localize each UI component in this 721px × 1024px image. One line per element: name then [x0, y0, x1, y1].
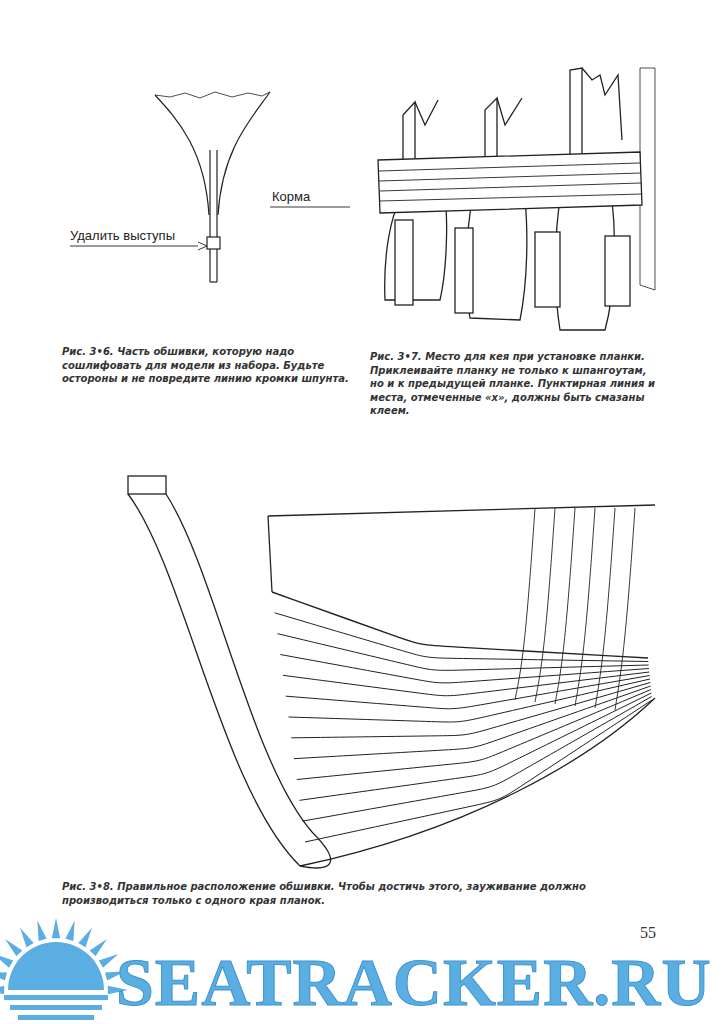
plank-line: [302, 697, 651, 822]
plank-line: [272, 592, 648, 658]
page-number: 55: [640, 924, 656, 942]
figure-caption: Рис. 3•8. Правильное расположение обшивк…: [62, 880, 662, 907]
plank-line: [297, 690, 651, 780]
frame-line: [615, 508, 635, 710]
plank-line: [305, 700, 652, 842]
plank-line: [278, 634, 649, 671]
figure-3-6: [70, 92, 350, 282]
frame-line: [575, 508, 595, 706]
watermark: SEATRACKER.RU: [116, 948, 711, 1016]
callout-label: Удалить выступы: [70, 228, 175, 243]
callout-label: Корма: [272, 189, 310, 204]
frame-line: [515, 508, 535, 700]
figure-caption: Рис. 3•7. Место для кея при установке пл…: [370, 350, 660, 418]
plank-line: [289, 679, 651, 722]
figure-3-8: [128, 476, 655, 868]
sun-logo: [0, 918, 128, 1020]
plank-line: [300, 693, 652, 800]
plank-line: [286, 676, 650, 709]
figure-caption: Рис. 3•6. Часть обшивки, которую надо со…: [62, 345, 352, 386]
plank-line: [275, 613, 649, 662]
figure-3-7: [378, 68, 655, 330]
plank-line: [291, 683, 650, 738]
frame-line: [595, 508, 615, 708]
frame-line: [535, 508, 555, 702]
frame-line: [555, 508, 575, 704]
